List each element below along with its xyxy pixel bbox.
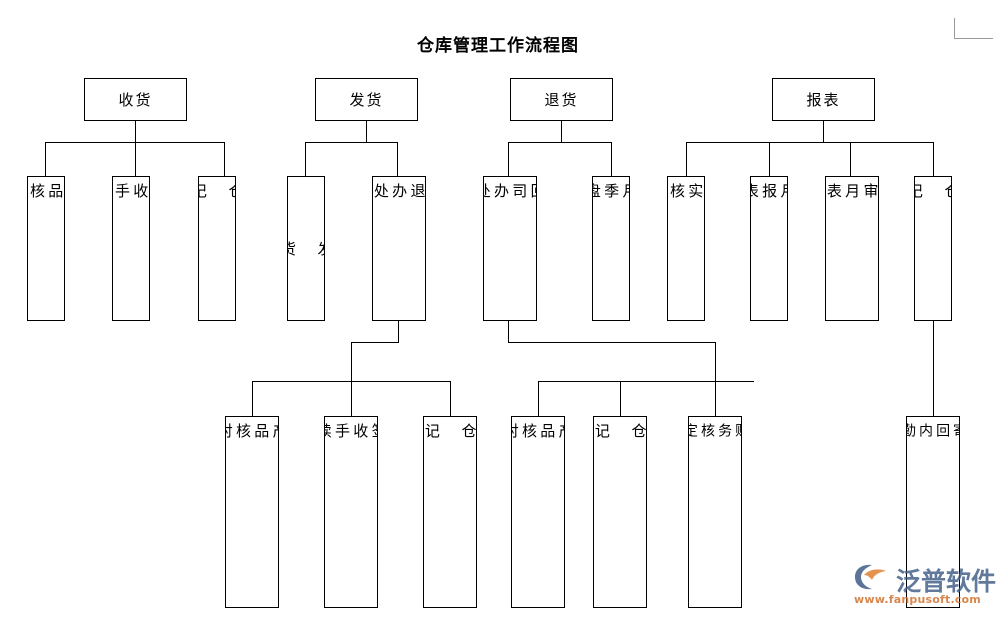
node-recv-product-check[interactable]: 产 品 核 对 xyxy=(27,176,65,321)
node-ship-product-check[interactable]: 产 品 核 对 xyxy=(225,416,279,608)
connector-rep4-drop xyxy=(933,321,935,416)
node-reports[interactable]: 报表 xyxy=(772,78,875,121)
node-ret-periodic-stocktake-label: 周 月 季 盘 点 xyxy=(592,183,630,199)
node-ret-return-to-company-col-right: 事 退 回 司 xyxy=(510,183,537,199)
node-returns-label: 退货 xyxy=(544,91,579,109)
connector-shipping-stem xyxy=(366,121,368,143)
node-ship-merchant-return[interactable]: 事 接 商 退 办 处 货 家 货 xyxy=(372,176,426,321)
node-rep-outstore-booking-label: 出 仓 记 帐 xyxy=(914,183,952,199)
connector-rep-2-drop xyxy=(769,142,771,176)
node-receiving[interactable]: 收货 xyxy=(84,78,187,121)
connector-ship2-child2-drop xyxy=(351,381,353,416)
node-ship-instore-booking[interactable]: 入 仓 记 帐 xyxy=(423,416,477,608)
node-rep-mail-back-office-label: 定 时 寄 回 内 勤 处 理 xyxy=(906,423,960,438)
node-ship-merchant-return-col-right: 事 接 商 退 xyxy=(408,183,426,199)
node-ret-finance-reimburse[interactable]: 内 勤 财 务 核 定 报 销 xyxy=(688,416,742,608)
connector-ship-2-drop xyxy=(397,142,399,176)
node-rep-ledger-check[interactable]: 帐 实 核 对 xyxy=(667,176,705,321)
connector-ret1-child3-drop xyxy=(715,381,717,416)
node-ret-periodic-stocktake[interactable]: 周 月 季 盘 点 xyxy=(592,176,630,321)
connector-ret1-down xyxy=(715,342,717,382)
node-ship-merchant-return-col-left: 办 处 货 家 货 xyxy=(372,183,409,199)
connector-shipping-bus xyxy=(305,142,398,144)
node-recv-product-check-label: 产 品 核 对 xyxy=(28,183,65,199)
connector-returns-stem xyxy=(561,121,563,143)
connector-ret-1-drop xyxy=(508,142,510,176)
node-ship-signoff-label: 签 收 手 续 xyxy=(324,423,378,439)
connector-ret1-child2-drop xyxy=(620,381,622,416)
node-ship-instore-booking-label: 入 仓 记 帐 xyxy=(423,423,477,439)
connector-recv-3-drop xyxy=(224,142,226,176)
node-recv-instore-booking[interactable]: 入 仓 记 帐 xyxy=(198,176,236,321)
node-ret-outstore-booking-label: 出 仓 记 帐 xyxy=(593,423,647,439)
node-shipping[interactable]: 发货 xyxy=(315,78,418,121)
page-title: 仓库管理工作流程图 xyxy=(417,36,579,56)
fanpu-swirl-logo-icon xyxy=(852,562,892,596)
node-ship-signoff[interactable]: 签 收 手 续 xyxy=(324,416,378,608)
node-rep-director-review-col-left: 月 表 任 核 xyxy=(825,183,862,199)
connector-returns-bus xyxy=(508,142,612,144)
node-ret-return-to-company-col-left: 办 处 货 公 xyxy=(483,183,510,199)
connector-ret1-child1-drop xyxy=(538,381,540,416)
connector-rep-3-drop xyxy=(850,142,852,176)
node-rep-ledger-check-label: 帐 实 核 对 xyxy=(668,183,705,199)
node-ret-return-to-company[interactable]: 事 退 回 司 办 处 货 公 xyxy=(483,176,537,321)
node-ret-outstore-booking[interactable]: 出 仓 记 帐 xyxy=(593,416,647,608)
node-ret-product-check-label: 产 品 核 对 xyxy=(511,423,565,439)
connector-recv-2-drop xyxy=(135,142,137,176)
node-shipping-label: 发货 xyxy=(349,91,384,109)
node-reports-label: 报表 xyxy=(806,91,841,109)
connector-ship-1-drop xyxy=(305,142,307,176)
node-rep-outstore-booking[interactable]: 出 仓 记 帐 xyxy=(914,176,952,321)
page-corner-guide xyxy=(954,18,993,39)
node-recv-instore-booking-label: 入 仓 记 帐 xyxy=(198,183,236,199)
node-rep-monthly-report-label: 月 报 表 xyxy=(750,183,788,199)
connector-ship2-child3-drop xyxy=(450,381,452,416)
connector-rep-4-drop xyxy=(933,142,935,176)
node-ret-finance-reimburse-label: 内 勤 财 务 核 定 报 销 xyxy=(688,423,742,438)
connector-ship2-stem xyxy=(398,321,400,343)
connector-reports-stem xyxy=(823,121,825,143)
connector-receiving-stem xyxy=(135,121,137,143)
connector-ret1-bus xyxy=(538,381,754,383)
node-ship-deliver-label: 发 货 xyxy=(287,240,325,257)
node-ret-product-check[interactable]: 产 品 核 对 xyxy=(511,416,565,608)
node-recv-signoff-label: 签 收 手 续 xyxy=(113,183,150,199)
connector-ret-2-drop xyxy=(611,142,613,176)
node-returns[interactable]: 退货 xyxy=(510,78,613,121)
node-rep-monthly-report[interactable]: 月 报 表 xyxy=(750,176,788,321)
connector-ship2-child1-drop xyxy=(252,381,254,416)
node-ship-deliver[interactable]: 发 货 xyxy=(287,176,325,321)
connector-recv-1-drop xyxy=(45,142,47,176)
node-rep-director-review[interactable]: 报 主 审 月 表 任 核 xyxy=(825,176,879,321)
node-ship-product-check-label: 产 品 核 对 xyxy=(225,423,279,439)
node-receiving-label: 收货 xyxy=(118,91,153,109)
connector-ship2-jog xyxy=(351,342,399,344)
node-recv-signoff[interactable]: 签 收 手 续 xyxy=(112,176,150,321)
connector-rep-1-drop xyxy=(686,142,688,176)
connector-ret1-stem xyxy=(508,321,510,343)
connector-ret1-jog xyxy=(508,342,716,344)
node-rep-mail-back-office[interactable]: 定 时 寄 回 内 勤 处 理 xyxy=(906,416,960,608)
node-rep-director-review-col-right: 报 主 审 xyxy=(861,183,879,199)
connector-ship2-down xyxy=(351,342,353,382)
connector-reports-bus xyxy=(686,142,934,144)
